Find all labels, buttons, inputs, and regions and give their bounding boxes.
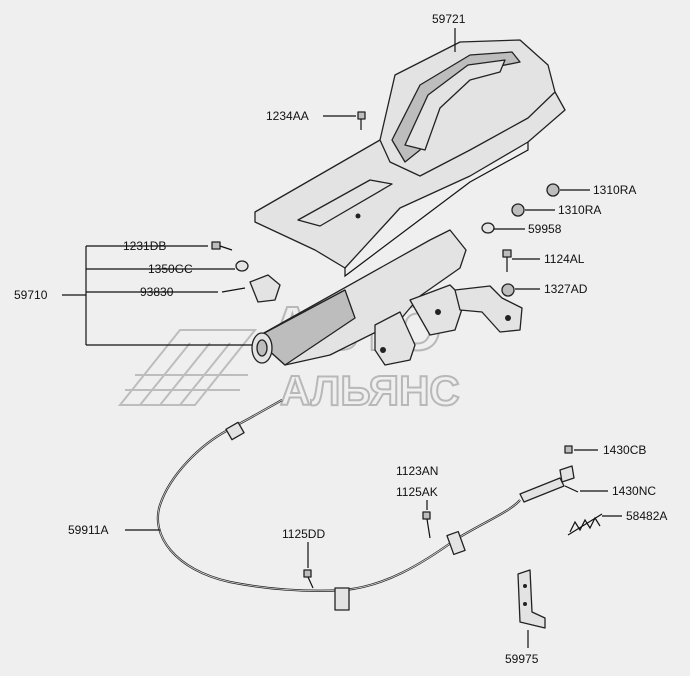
- label-1234AA: 1234AA: [266, 109, 309, 123]
- pin-1430CB: [564, 445, 573, 454]
- label-93830: 93830: [140, 285, 174, 299]
- label-1310RA-2: 1310RA: [558, 203, 601, 217]
- label-1124AL: 1124AL: [544, 252, 585, 266]
- watermark-line2: АЛЬЯНС: [280, 367, 460, 414]
- part-labels: 59721 1234AA 1310RA 1310RA 59958 1231DB …: [14, 12, 667, 666]
- label-1430NC: 1430NC: [612, 484, 656, 498]
- label-1123AN: 1123AN: [396, 464, 438, 478]
- spring-58482A: [567, 513, 603, 536]
- label-1430CB: 1430CB: [603, 443, 646, 457]
- bolt-1231DB: [211, 241, 221, 250]
- washer-1350GC: [235, 260, 249, 272]
- brake-cable: [156, 399, 575, 611]
- label-1231DB: 1231DB: [123, 239, 166, 253]
- bracket-59975: [517, 569, 546, 629]
- switch-93830: [249, 274, 281, 303]
- nut-1310RA-2: [511, 203, 525, 217]
- bolt-1125DD: [303, 569, 312, 578]
- bolt-1234AA: [357, 111, 366, 120]
- label-1125DD: 1125DD: [282, 527, 325, 541]
- washer-59958: [481, 222, 495, 234]
- label-59958: 59958: [528, 222, 562, 236]
- label-59721: 59721: [432, 12, 466, 26]
- lever-assembly: [251, 229, 523, 366]
- console-cover: [254, 39, 566, 278]
- label-1125AK: 1125AK: [396, 485, 438, 499]
- leader-lines: [62, 28, 622, 648]
- watermark-logo: [117, 329, 258, 406]
- label-1310RA-1: 1310RA: [593, 183, 636, 197]
- bolt-1124AL: [502, 249, 512, 258]
- bolt-1123AN: [422, 511, 431, 520]
- label-1350GC: 1350GC: [148, 262, 193, 276]
- nut-1327AD: [501, 283, 515, 297]
- label-59975: 59975: [505, 652, 539, 666]
- label-59911A: 59911A: [68, 523, 108, 537]
- label-58482A: 58482A: [626, 509, 667, 523]
- label-1327AD: 1327AD: [544, 282, 588, 296]
- label-59710: 59710: [14, 288, 48, 302]
- hardware: [211, 111, 579, 589]
- nut-1310RA-1: [546, 183, 560, 197]
